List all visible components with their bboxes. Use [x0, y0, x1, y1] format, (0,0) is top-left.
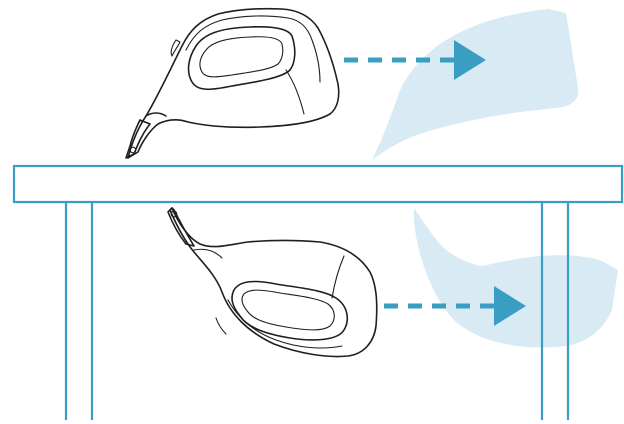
bottom-device-probe — [167, 207, 195, 247]
bottom-device-side-button — [215, 317, 227, 335]
bottom-device-grip-inner — [241, 289, 335, 331]
bottom-device-probe-ring — [170, 210, 178, 218]
top-device-neck — [145, 112, 167, 117]
table-top — [12, 164, 624, 204]
top-arrow-head — [454, 40, 486, 80]
top-device-probe — [125, 119, 151, 159]
top-device-body — [127, 7, 340, 159]
bottom-arrow — [384, 286, 526, 326]
bottom-device-side-panel — [331, 255, 345, 299]
ghost-device-bottom — [413, 208, 618, 348]
bottom-arrow-head — [494, 286, 526, 326]
top-device-probe-ring — [129, 146, 137, 154]
ghost-device-top — [372, 9, 579, 160]
top-device — [125, 7, 340, 159]
bottom-device-body — [169, 207, 378, 358]
top-arrow — [344, 40, 486, 80]
top-device-grip-inner — [199, 36, 284, 78]
top-device-rim — [185, 15, 321, 83]
bottom-device — [167, 207, 378, 358]
bottom-device-neck — [193, 248, 223, 259]
top-device-side-button — [170, 39, 181, 57]
top-device-side-panel — [285, 69, 305, 115]
top-device-grip-outer — [187, 25, 296, 91]
bottom-device-grip-outer — [231, 280, 349, 341]
